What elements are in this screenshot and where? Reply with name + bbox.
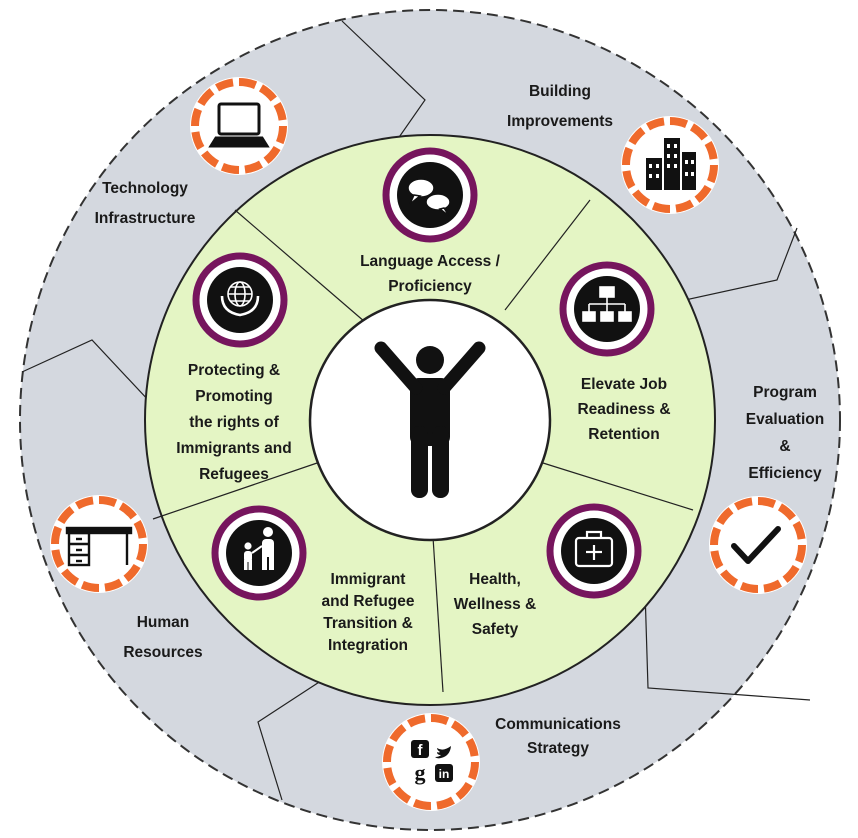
facebook-glyph: f <box>418 742 424 759</box>
label-building: Building Improvements <box>507 83 613 130</box>
health-badge <box>546 503 642 599</box>
program-badge <box>709 496 807 594</box>
job-badge <box>559 261 655 357</box>
inner-dividers <box>152 199 694 693</box>
adult-and-child-icon <box>244 527 274 570</box>
desk-icon <box>65 526 133 567</box>
label-rights: Protecting & Promoting the rights of Imm… <box>176 362 292 483</box>
label-transition: Immigrant and Refugee Transition & Integ… <box>321 571 415 654</box>
transition-badge <box>211 505 307 601</box>
google-glyph: g <box>415 760 426 785</box>
building-badge <box>621 116 719 214</box>
label-communications: Communications Strategy <box>495 716 621 757</box>
social-media-icon: f g in <box>411 740 453 785</box>
org-chart-icon <box>582 286 632 322</box>
person-arms-raised-icon <box>374 341 486 498</box>
label-technology: Technology Infrastructure <box>94 180 196 227</box>
technology-badge <box>190 77 288 175</box>
label-job: Elevate Job Readiness & Retention <box>577 376 671 443</box>
globe-in-hands-icon <box>220 281 260 317</box>
first-aid-kit-icon <box>574 530 614 568</box>
laptop-icon <box>208 102 270 148</box>
rights-badge <box>192 252 288 348</box>
speech-bubbles-icon <box>407 178 451 217</box>
buildings-icon <box>646 138 696 190</box>
communications-badge: f g in <box>382 713 480 811</box>
linkedin-glyph: in <box>439 767 450 781</box>
language-badge <box>382 147 478 243</box>
checkmark-icon <box>731 526 781 564</box>
label-health: Health, Wellness & Safety <box>453 571 537 638</box>
label-language: Language Access / Proficiency <box>360 253 500 295</box>
hr-badge <box>50 495 148 593</box>
label-hr: Human Resources <box>123 614 203 661</box>
label-program: Program Evaluation & Efficiency <box>745 384 825 482</box>
